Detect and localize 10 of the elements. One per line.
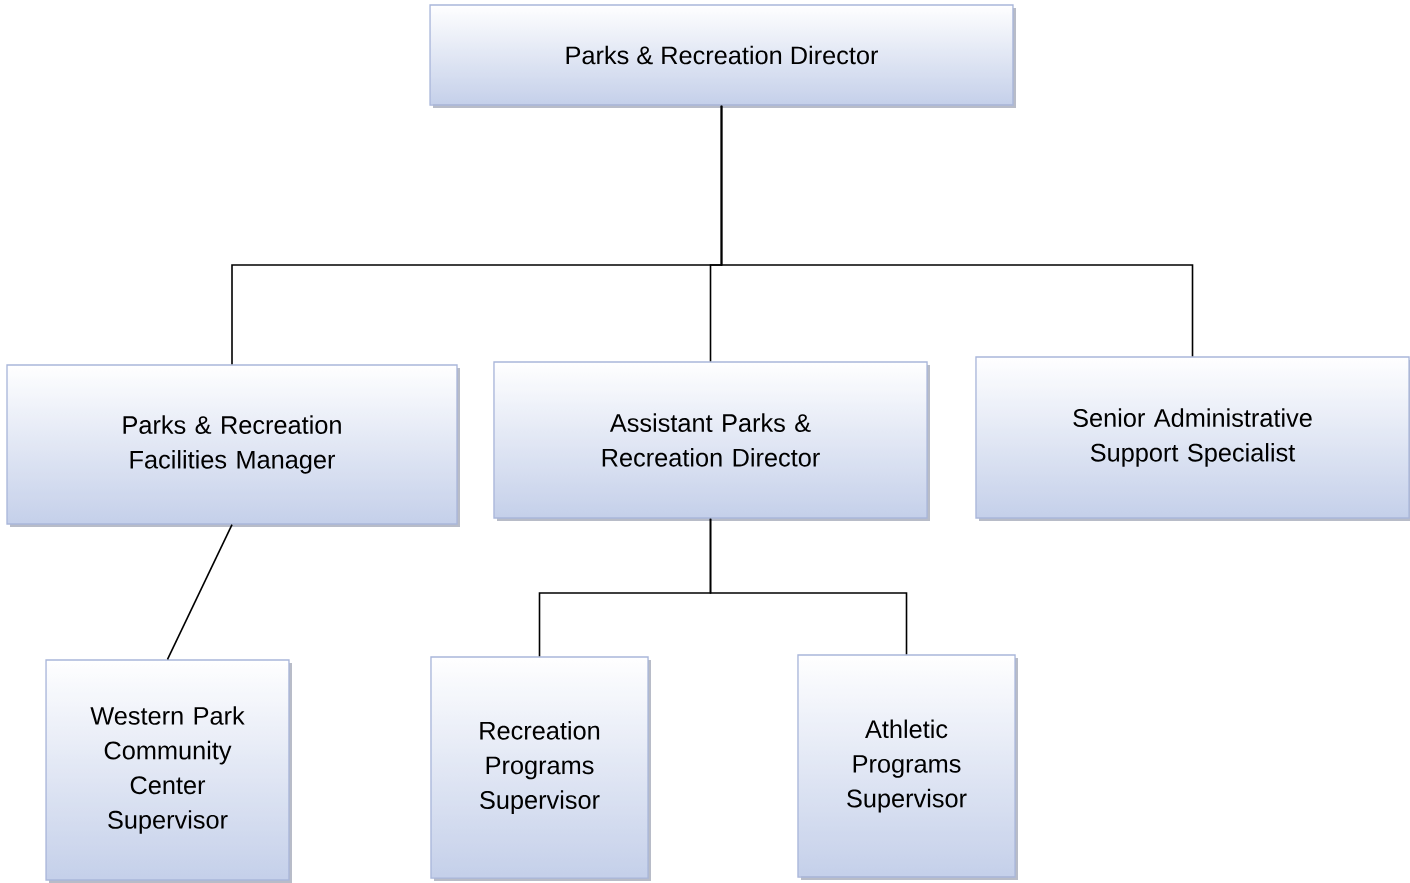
position-box: Senior Administrative Support Specialist xyxy=(975,356,1410,521)
position-box: Parks & Recreation Director xyxy=(429,4,1016,108)
position-box: Recreation Programs Supervisor xyxy=(430,656,651,881)
connector-line xyxy=(709,517,908,656)
position-box: Athletic Programs Supervisor xyxy=(797,654,1018,880)
position-box: Western Park Community Center Supervisor xyxy=(45,659,292,883)
position-box: Parks & Recreation Facilities Manager xyxy=(6,364,460,527)
position-box: Assistant Parks & Recreation Director xyxy=(493,361,930,521)
connector-line xyxy=(720,104,1194,358)
connector-line xyxy=(166,523,233,661)
